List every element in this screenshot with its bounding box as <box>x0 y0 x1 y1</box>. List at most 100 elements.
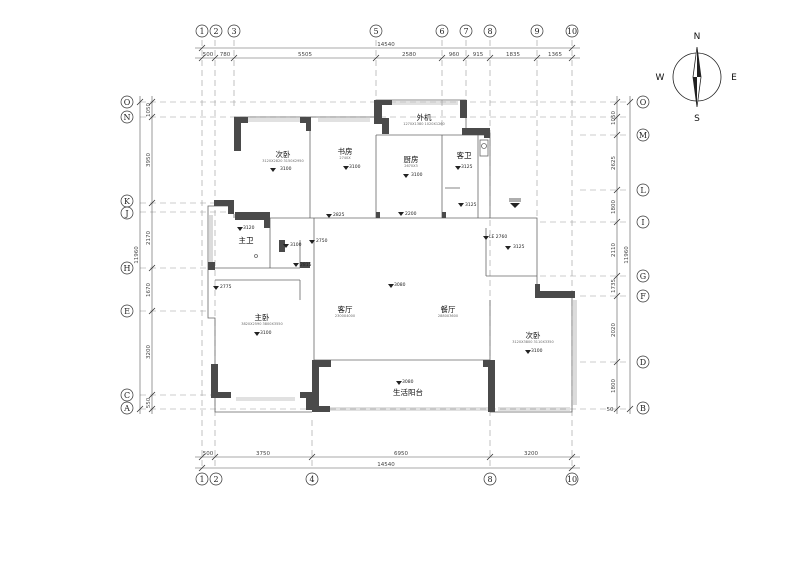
axis-bubbles-left: O N K J H E C A <box>120 95 134 415</box>
axis-label: 10 <box>567 475 577 484</box>
room-sub: 2880X3600 <box>438 314 458 318</box>
compass-icon: N S W E <box>656 32 738 124</box>
dim-top-seg: 780 <box>220 52 231 58</box>
axis-label: 6 <box>439 27 444 36</box>
axis-label: F <box>640 292 646 301</box>
room-level: 3100 <box>349 164 361 170</box>
axis-label: L <box>640 186 646 195</box>
room-name: 主卧 <box>255 312 270 322</box>
room-level: 3080 <box>402 379 414 385</box>
compass-east: E <box>731 73 737 83</box>
level-value: 3100 <box>290 242 302 248</box>
room-sub: 3120X3800 3110X3350 <box>512 340 554 344</box>
dim-right-seg: 2020 <box>611 323 617 337</box>
dim-right-seg: 50 <box>607 407 614 413</box>
dim-bottom-seg: 6950 <box>394 451 408 457</box>
axis-label: B <box>640 404 646 413</box>
axis-label: 10 <box>567 27 577 36</box>
axis-label: 3 <box>231 27 236 36</box>
dim-top-seg: 915 <box>473 52 484 58</box>
dimension-bottom: 500 3750 6950 3200 14540 <box>195 451 580 472</box>
room-level: 3100 <box>531 348 543 354</box>
room-labels: 次卧 3120X2820 3150X2950 3100 书房 2740X 310… <box>239 112 554 397</box>
dim-left-seg: 1050 <box>146 103 152 117</box>
room-level: 3100 <box>260 330 272 336</box>
axis-label: 9 <box>534 27 539 36</box>
room-name: 书房 <box>338 146 353 156</box>
axis-label: H <box>124 264 131 273</box>
dim-top-total: 14540 <box>377 42 395 48</box>
compass-south: S <box>694 114 700 124</box>
room-name: 厨房 <box>404 154 419 164</box>
dim-left-seg: 2170 <box>146 231 152 245</box>
room-level: 3080 <box>394 282 406 288</box>
dim-right-seg: 1800 <box>611 379 617 393</box>
dim-right-seg: 1735 <box>611 279 617 293</box>
axis-label: O <box>640 98 647 107</box>
windows <box>209 101 577 411</box>
dimension-top: 14540 500 780 5505 2580 960 915 1835 136… <box>195 42 580 62</box>
compass-north: N <box>694 32 701 42</box>
axis-label: K <box>124 197 131 206</box>
level-value: 3125 <box>513 244 525 250</box>
dim-bottom-total: 14540 <box>377 462 395 468</box>
entry-arrow-icon <box>510 203 520 208</box>
level-value: 2815 <box>300 262 312 268</box>
room-name: 次卧 <box>276 149 291 159</box>
axis-bubbles-bottom: 1 2 4 8 10 <box>195 472 579 486</box>
axis-label: 7 <box>463 27 468 36</box>
axis-label: N <box>124 113 131 122</box>
room-level: 3120 <box>243 225 255 231</box>
dim-right-seg: 2625 <box>611 156 617 170</box>
axis-label: 8 <box>487 475 492 484</box>
axis-label: D <box>640 358 646 367</box>
room-name: 外机 <box>417 112 432 122</box>
structural-walls <box>208 100 575 412</box>
axis-label: 1 <box>199 475 204 484</box>
dim-top-seg: 1835 <box>506 52 520 58</box>
room-name: 餐厅 <box>441 305 456 314</box>
room-name: 次卧 <box>526 330 541 340</box>
level-value: 2825 <box>333 212 345 218</box>
room-name: 客卫 <box>457 150 472 160</box>
dim-right-seg: 2110 <box>611 243 617 257</box>
axis-label: O <box>124 98 131 107</box>
dim-top-seg: 5505 <box>298 52 312 58</box>
level-value: 2775 <box>220 284 232 290</box>
axis-label: E <box>124 307 130 316</box>
level-value: 2200 <box>405 211 417 217</box>
compass-west: W <box>656 73 665 83</box>
axis-label: I <box>641 218 644 227</box>
axis-label: J <box>124 209 128 218</box>
axis-label: 2 <box>213 27 218 36</box>
dim-right-seg: 1050 <box>611 111 617 125</box>
dim-bottom-seg: 500 <box>203 451 214 457</box>
dimension-right: 1050 2625 1800 2110 1735 2020 1800 50 11… <box>607 96 634 414</box>
room-level: 3100 <box>280 166 292 172</box>
axis-label: G <box>640 272 646 281</box>
wall-outlines <box>207 99 573 413</box>
axis-label: C <box>124 391 130 400</box>
room-name: 主卫 <box>239 235 254 245</box>
grid-lines-horizontal <box>140 101 630 410</box>
level-value: 2750 <box>316 238 328 244</box>
axis-label: 1 <box>199 27 204 36</box>
room-level: 3100 <box>411 172 423 178</box>
dimension-left: 11960 1050 3950 2170 1670 3200 550 <box>134 96 156 414</box>
axis-label: M <box>639 131 647 140</box>
dim-top-seg: 500 <box>203 52 214 58</box>
room-name: 客厅 <box>338 304 353 314</box>
axis-bubbles-right: O M L I G F D B <box>636 95 650 415</box>
level-value: LE 2760 <box>489 234 507 240</box>
room-sub: 2300X4000 <box>335 314 355 318</box>
level-value: 3125 <box>465 202 477 208</box>
axis-label: 2 <box>213 475 218 484</box>
room-sub: 2670X3 <box>404 164 418 168</box>
dim-left-total: 11960 <box>134 246 140 264</box>
dim-bottom-seg: 3750 <box>256 451 270 457</box>
axis-bubbles-top: 1 2 3 5 6 7 8 9 10 <box>195 24 579 38</box>
grid-lines-vertical <box>201 40 573 470</box>
room-sub: 1270X1380 1020X1260 <box>403 122 445 126</box>
room-sub: 3120X2820 3150X2950 <box>262 159 304 163</box>
dim-left-seg: 3950 <box>146 153 152 167</box>
